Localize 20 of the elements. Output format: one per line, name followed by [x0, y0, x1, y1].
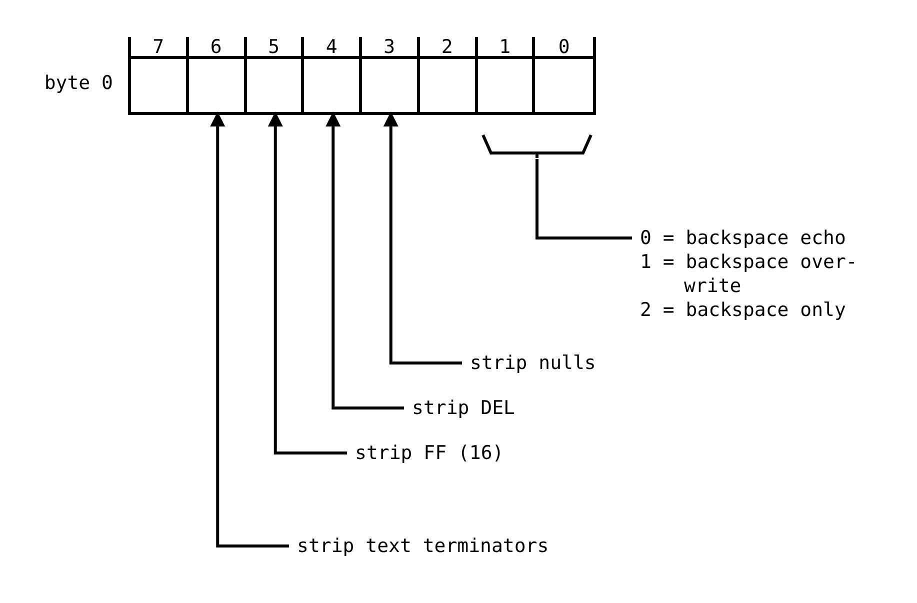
option-text: 1 = backspace over- write: [640, 250, 858, 298]
bit-number: 5: [267, 37, 281, 57]
leader-line: [536, 159, 632, 240]
row-label: byte 0: [44, 71, 113, 95]
option-text: 0 = backspace echo: [640, 226, 847, 250]
leader-label: strip text terminators: [297, 534, 549, 558]
bit-number: 0: [557, 37, 571, 57]
leader-arrow: [210, 112, 289, 548]
bit-number: 4: [324, 37, 338, 57]
option-text: 2 = backspace only: [640, 298, 847, 322]
bit-number: 2: [440, 37, 454, 57]
leader-arrow: [326, 112, 404, 410]
leader-label: strip nulls: [470, 351, 596, 375]
bit-number: 3: [382, 37, 396, 57]
leader-label: strip FF (16): [355, 441, 504, 465]
bit-number: 7: [152, 37, 166, 57]
bit-number: 6: [209, 37, 223, 57]
bit-number: 1: [498, 37, 512, 57]
bracket: [481, 133, 593, 158]
leader-label: strip DEL: [412, 396, 515, 420]
